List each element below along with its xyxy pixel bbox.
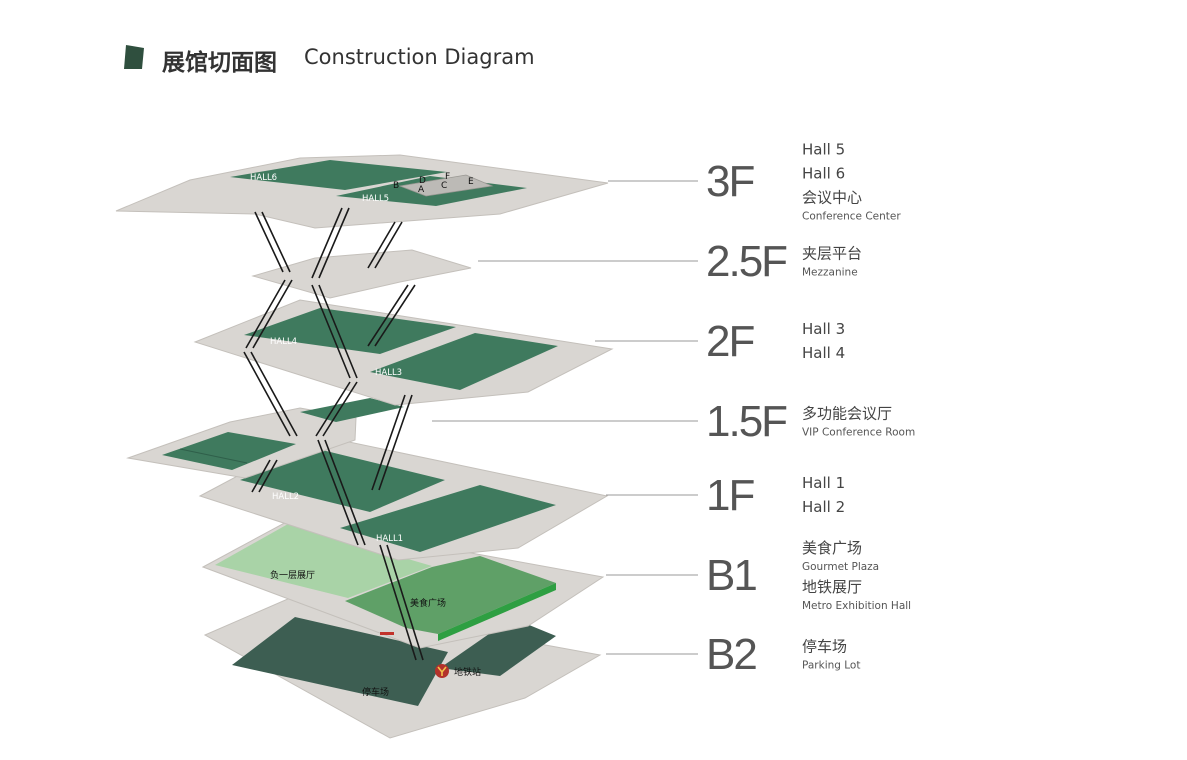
b1-hall-label: 负一层展厅 [270, 569, 315, 581]
floor-2f-plate: HALL4 HALL3 [193, 299, 614, 406]
escalator-1-5f-1f-a [251, 459, 278, 493]
floor-label: 夹层平台 [802, 245, 862, 263]
floor-label: Hall 1 [802, 474, 845, 492]
floor-number: B1 [706, 551, 756, 600]
floor-label: Hall 6 [802, 165, 845, 183]
room-b-label: B [393, 181, 399, 191]
floor-b2-plate: 地铁站 停车场 [203, 597, 602, 739]
escalator-2-5f-2f-a [245, 279, 293, 349]
leader-lines [432, 180, 698, 655]
escalators [243, 207, 424, 661]
hall4-label: HALL4 [270, 337, 297, 347]
page-title-en: Construction Diagram [304, 45, 535, 69]
floor-number: B2 [706, 630, 756, 679]
escalator-2-5f-2f-b [311, 284, 358, 379]
metro-station-label: 地铁站 [454, 666, 481, 678]
hall2-label: HALL2 [272, 492, 299, 502]
room-d-label: D [419, 176, 426, 186]
floor-sublabel: Gourmet Plaza [802, 561, 879, 573]
floor-sublabel: Conference Center [802, 211, 901, 223]
room-f-label: F [445, 172, 450, 182]
floor-legend-3f: 3F Hall 5 Hall 6 会议中心 Conference Center [706, 141, 901, 223]
room-c-label: C [441, 181, 447, 191]
floor-legend-2f: 2F Hall 3 Hall 4 [706, 317, 845, 366]
gourmet-plaza-label: 美食广场 [410, 597, 446, 609]
floor-legend-b2: B2 停车场 Parking Lot [706, 630, 860, 679]
escalator-2f-1f-c [371, 394, 413, 491]
escalator-2f-1f-b [315, 381, 358, 437]
floor-number: 2.5F [706, 237, 787, 286]
floor-label: 美食广场 [802, 539, 862, 557]
escalator-3f-2-5f-a [254, 211, 291, 273]
floor-label: Hall 2 [802, 498, 845, 516]
floor-number: 2F [706, 317, 754, 366]
room-e-label: E [468, 177, 474, 187]
escalator-2-5f-2f-c [367, 284, 416, 347]
floor-legend-1f: 1F Hall 1 Hall 2 [706, 471, 845, 520]
room-a-label: A [418, 185, 425, 195]
escalator-1-5f-1f-b [317, 439, 366, 546]
floor-1-5f-plate [126, 398, 404, 479]
floor-label: Hall 3 [802, 320, 845, 338]
floor-label: 多功能会议厅 [802, 405, 892, 423]
floor-label: Hall 4 [802, 344, 845, 362]
escalator-1f-b2 [379, 544, 424, 661]
floor-label: Hall 5 [802, 141, 845, 159]
floor-number: 3F [706, 157, 754, 206]
floor-sublabel: Parking Lot [802, 660, 860, 672]
floor-b1-plate: 负一层展厅 美食广场 [201, 519, 605, 649]
escalator-2f-1f-a [243, 351, 298, 437]
metro-station-marker [435, 664, 449, 678]
floor-label: 地铁展厅 [802, 578, 862, 596]
floor-number: 1F [706, 471, 754, 520]
floor-legend-b1: B1 美食广场 Gourmet Plaza 地铁展厅 Metro Exhibition … [706, 539, 911, 612]
floor-legend: 3F Hall 5 Hall 6 会议中心 Conference Center 2.5F 夹… [706, 141, 915, 680]
floor-plates: 地铁站 停车场 负一层展厅 美食广场 HALL2 HALL1 [115, 154, 614, 739]
floor-label: 停车场 [802, 638, 847, 656]
floor-legend-1-5f: 1.5F 多功能会议厅 VIP Conference Room [706, 397, 915, 446]
floor-sublabel: Metro Exhibition Hall [802, 600, 911, 612]
hall5-label: HALL5 [362, 194, 389, 204]
floor-2-5f-plate [251, 249, 472, 299]
floor-1f-plate: HALL2 HALL1 [198, 437, 609, 561]
floor-legend-2-5f: 2.5F 夹层平台 Mezzanine [706, 237, 862, 286]
floor-3f-plate: HALL6 HALL5 B A D C F E [115, 154, 609, 229]
header-bookmark-icon [124, 45, 144, 69]
hall3-label: HALL3 [375, 368, 402, 378]
escalator-3f-2-5f-b [311, 207, 350, 279]
floor-sublabel: Mezzanine [802, 267, 858, 279]
floor-label: 会议中心 [802, 189, 862, 207]
parking-label: 停车场 [362, 686, 389, 698]
escalator-3f-2-5f-c [367, 221, 403, 269]
page-title-cn: 展馆切面图 [162, 50, 277, 76]
hall6-label: HALL6 [250, 173, 277, 183]
floor-sublabel: VIP Conference Room [802, 427, 915, 439]
hall1-label: HALL1 [376, 534, 403, 544]
floor-number: 1.5F [706, 397, 787, 446]
